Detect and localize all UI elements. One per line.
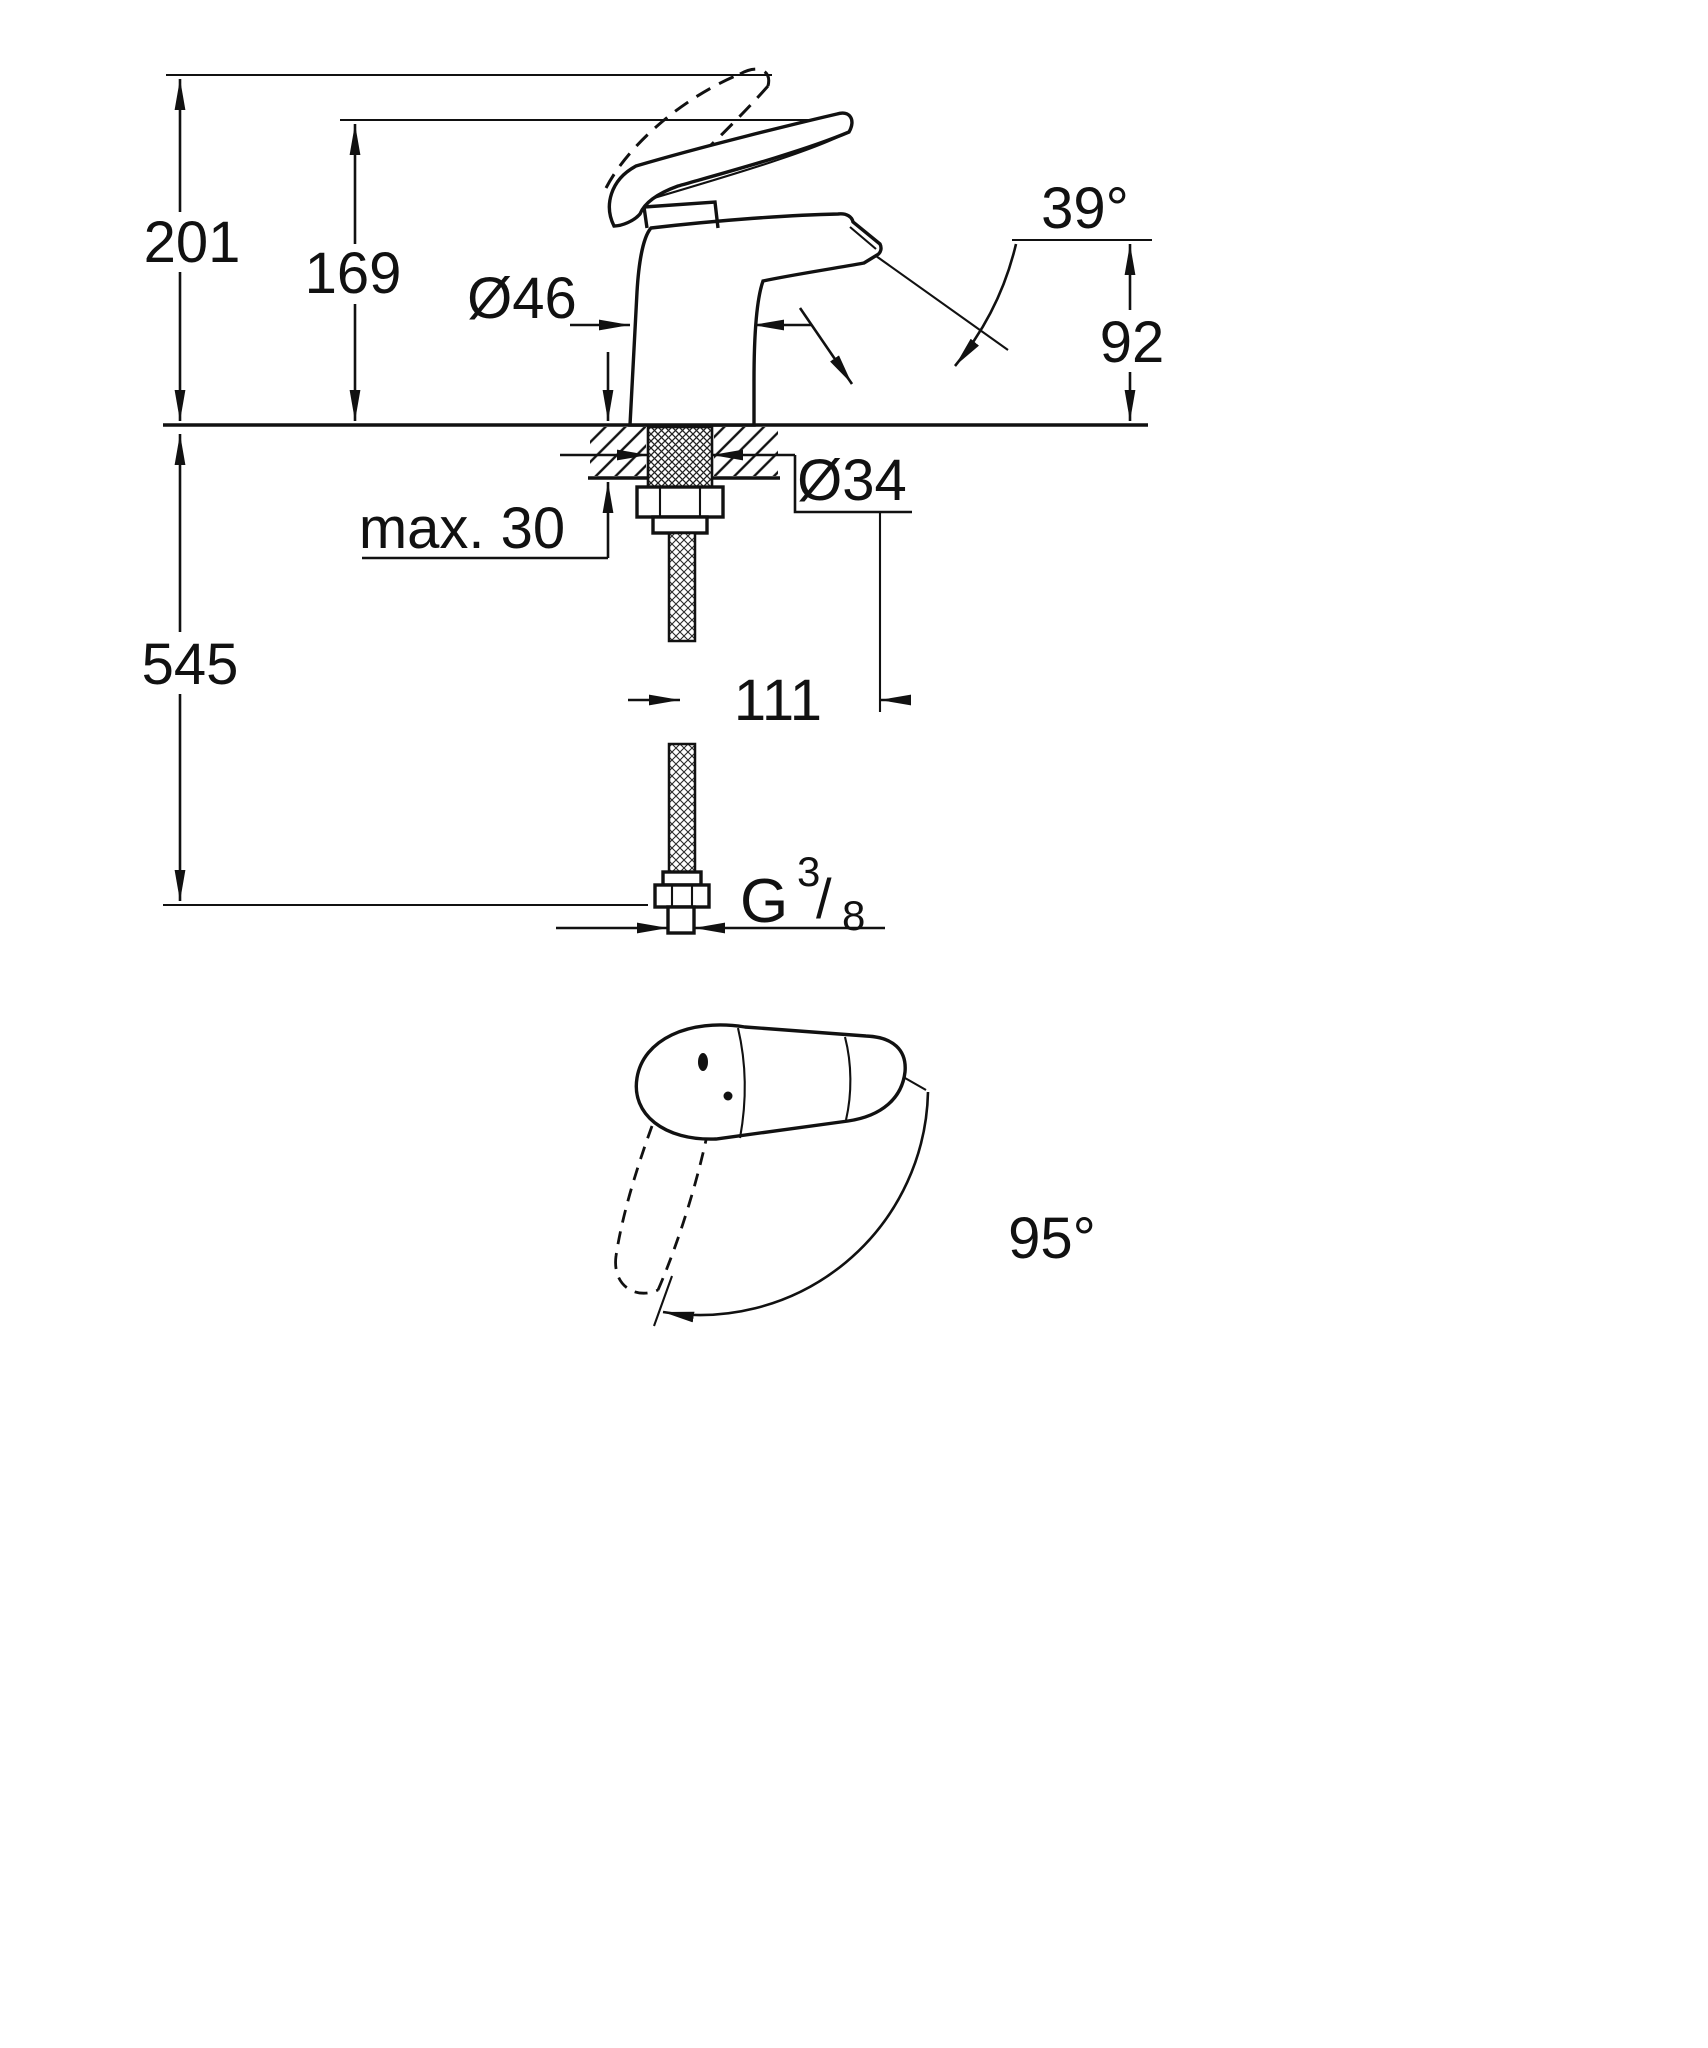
dim-spout-angle — [798, 238, 1152, 385]
dim-shank-diameter — [560, 449, 912, 712]
faucet-side-view — [604, 67, 883, 427]
thread-denominator-label: 8 — [842, 892, 865, 939]
connector-ring — [661, 870, 703, 887]
mounting-nut-facets — [658, 487, 702, 517]
angle-95-start-tick — [904, 1077, 927, 1091]
threaded-shank — [646, 425, 714, 489]
handle-raised-position-dashed — [604, 67, 771, 189]
dim-max-deck-thickness — [362, 352, 614, 560]
shank-collar — [651, 515, 709, 535]
handle-swivel-angle-label: 95° — [1008, 1206, 1096, 1271]
flex-hose-lower — [667, 742, 697, 874]
handle-pivot-dot — [723, 1091, 733, 1101]
angle-95-end-tick — [653, 1275, 673, 1327]
label-bg-169 — [300, 244, 406, 304]
faucet-body-and-spout — [628, 212, 883, 427]
height-to-handle-label: 169 — [305, 241, 402, 306]
spout-axis-reference-line — [875, 255, 1009, 351]
counter-hatch-left — [590, 427, 646, 476]
spout-reach-label: 111 — [734, 668, 822, 733]
thread-size-label: G 3 / 8 — [740, 848, 865, 939]
connector-hex-facets — [670, 885, 694, 907]
label-bg-201 — [140, 212, 244, 272]
angle-95-arc — [662, 1091, 930, 1323]
angle-39-arc — [954, 243, 1018, 367]
max-deck-thickness-label: max. 30 — [359, 496, 565, 561]
shank-diameter-label: Ø34 — [797, 448, 907, 513]
thread-numerator-label: 3 — [797, 848, 820, 895]
mounting-nut — [635, 485, 725, 519]
under-counter-assembly — [635, 425, 725, 935]
label-bg-545 — [138, 632, 244, 694]
aerator-line — [849, 226, 877, 250]
overall-height-label: 201 — [144, 210, 241, 275]
hose-length-label: 545 — [142, 632, 239, 697]
flex-hose-upper — [667, 531, 697, 643]
handle-top-view — [614, 1023, 930, 1327]
handle-cap-seam — [736, 1027, 746, 1139]
spout-angle-label: 39° — [1041, 176, 1129, 241]
body-diameter-label: Ø46 — [467, 266, 577, 331]
handle-end-seam — [843, 1036, 852, 1121]
connector-end-tube — [666, 905, 696, 935]
flow-direction-arrow — [798, 307, 854, 385]
cartridge-neck — [642, 200, 720, 229]
dim-34-leader — [793, 455, 912, 514]
outlet-height-label: 92 — [1100, 310, 1165, 375]
handle-top-outline — [634, 1023, 907, 1141]
dimension-labels: 201 169 Ø46 39° 92 Ø34 max. 30 545 111 G… — [138, 176, 1170, 1271]
connector-hex-nut — [653, 883, 711, 909]
label-bg-92 — [1096, 310, 1170, 372]
lever-inner-line — [653, 133, 845, 200]
dim-hose-length — [163, 434, 648, 907]
handle-swung-position-dashed — [614, 1125, 708, 1295]
lever-handle-side — [607, 111, 854, 228]
handle-indicator-mark — [698, 1053, 708, 1071]
counter-hatch-right — [714, 427, 778, 476]
thread-prefix-label: G — [740, 867, 788, 936]
thread-slash-label: / — [816, 867, 832, 930]
